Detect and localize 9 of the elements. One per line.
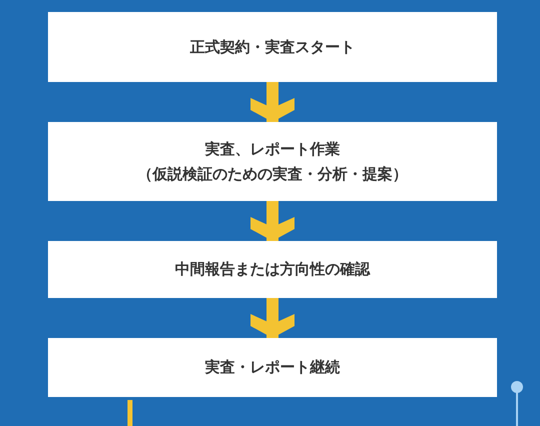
step-text: 正式契約・実査スタート [190,38,355,56]
step-text: 実査・レポート継続 [205,358,340,377]
process-box [48,12,497,82]
step-text: 実査、レポート作業 [205,140,340,158]
process-box [48,122,497,201]
process-box [48,241,497,298]
step-text: 中間報告または方向性の確認 [175,260,370,279]
step-text: （仮説検証のための実査・分析・提案） [138,164,408,184]
process-box [48,338,497,397]
